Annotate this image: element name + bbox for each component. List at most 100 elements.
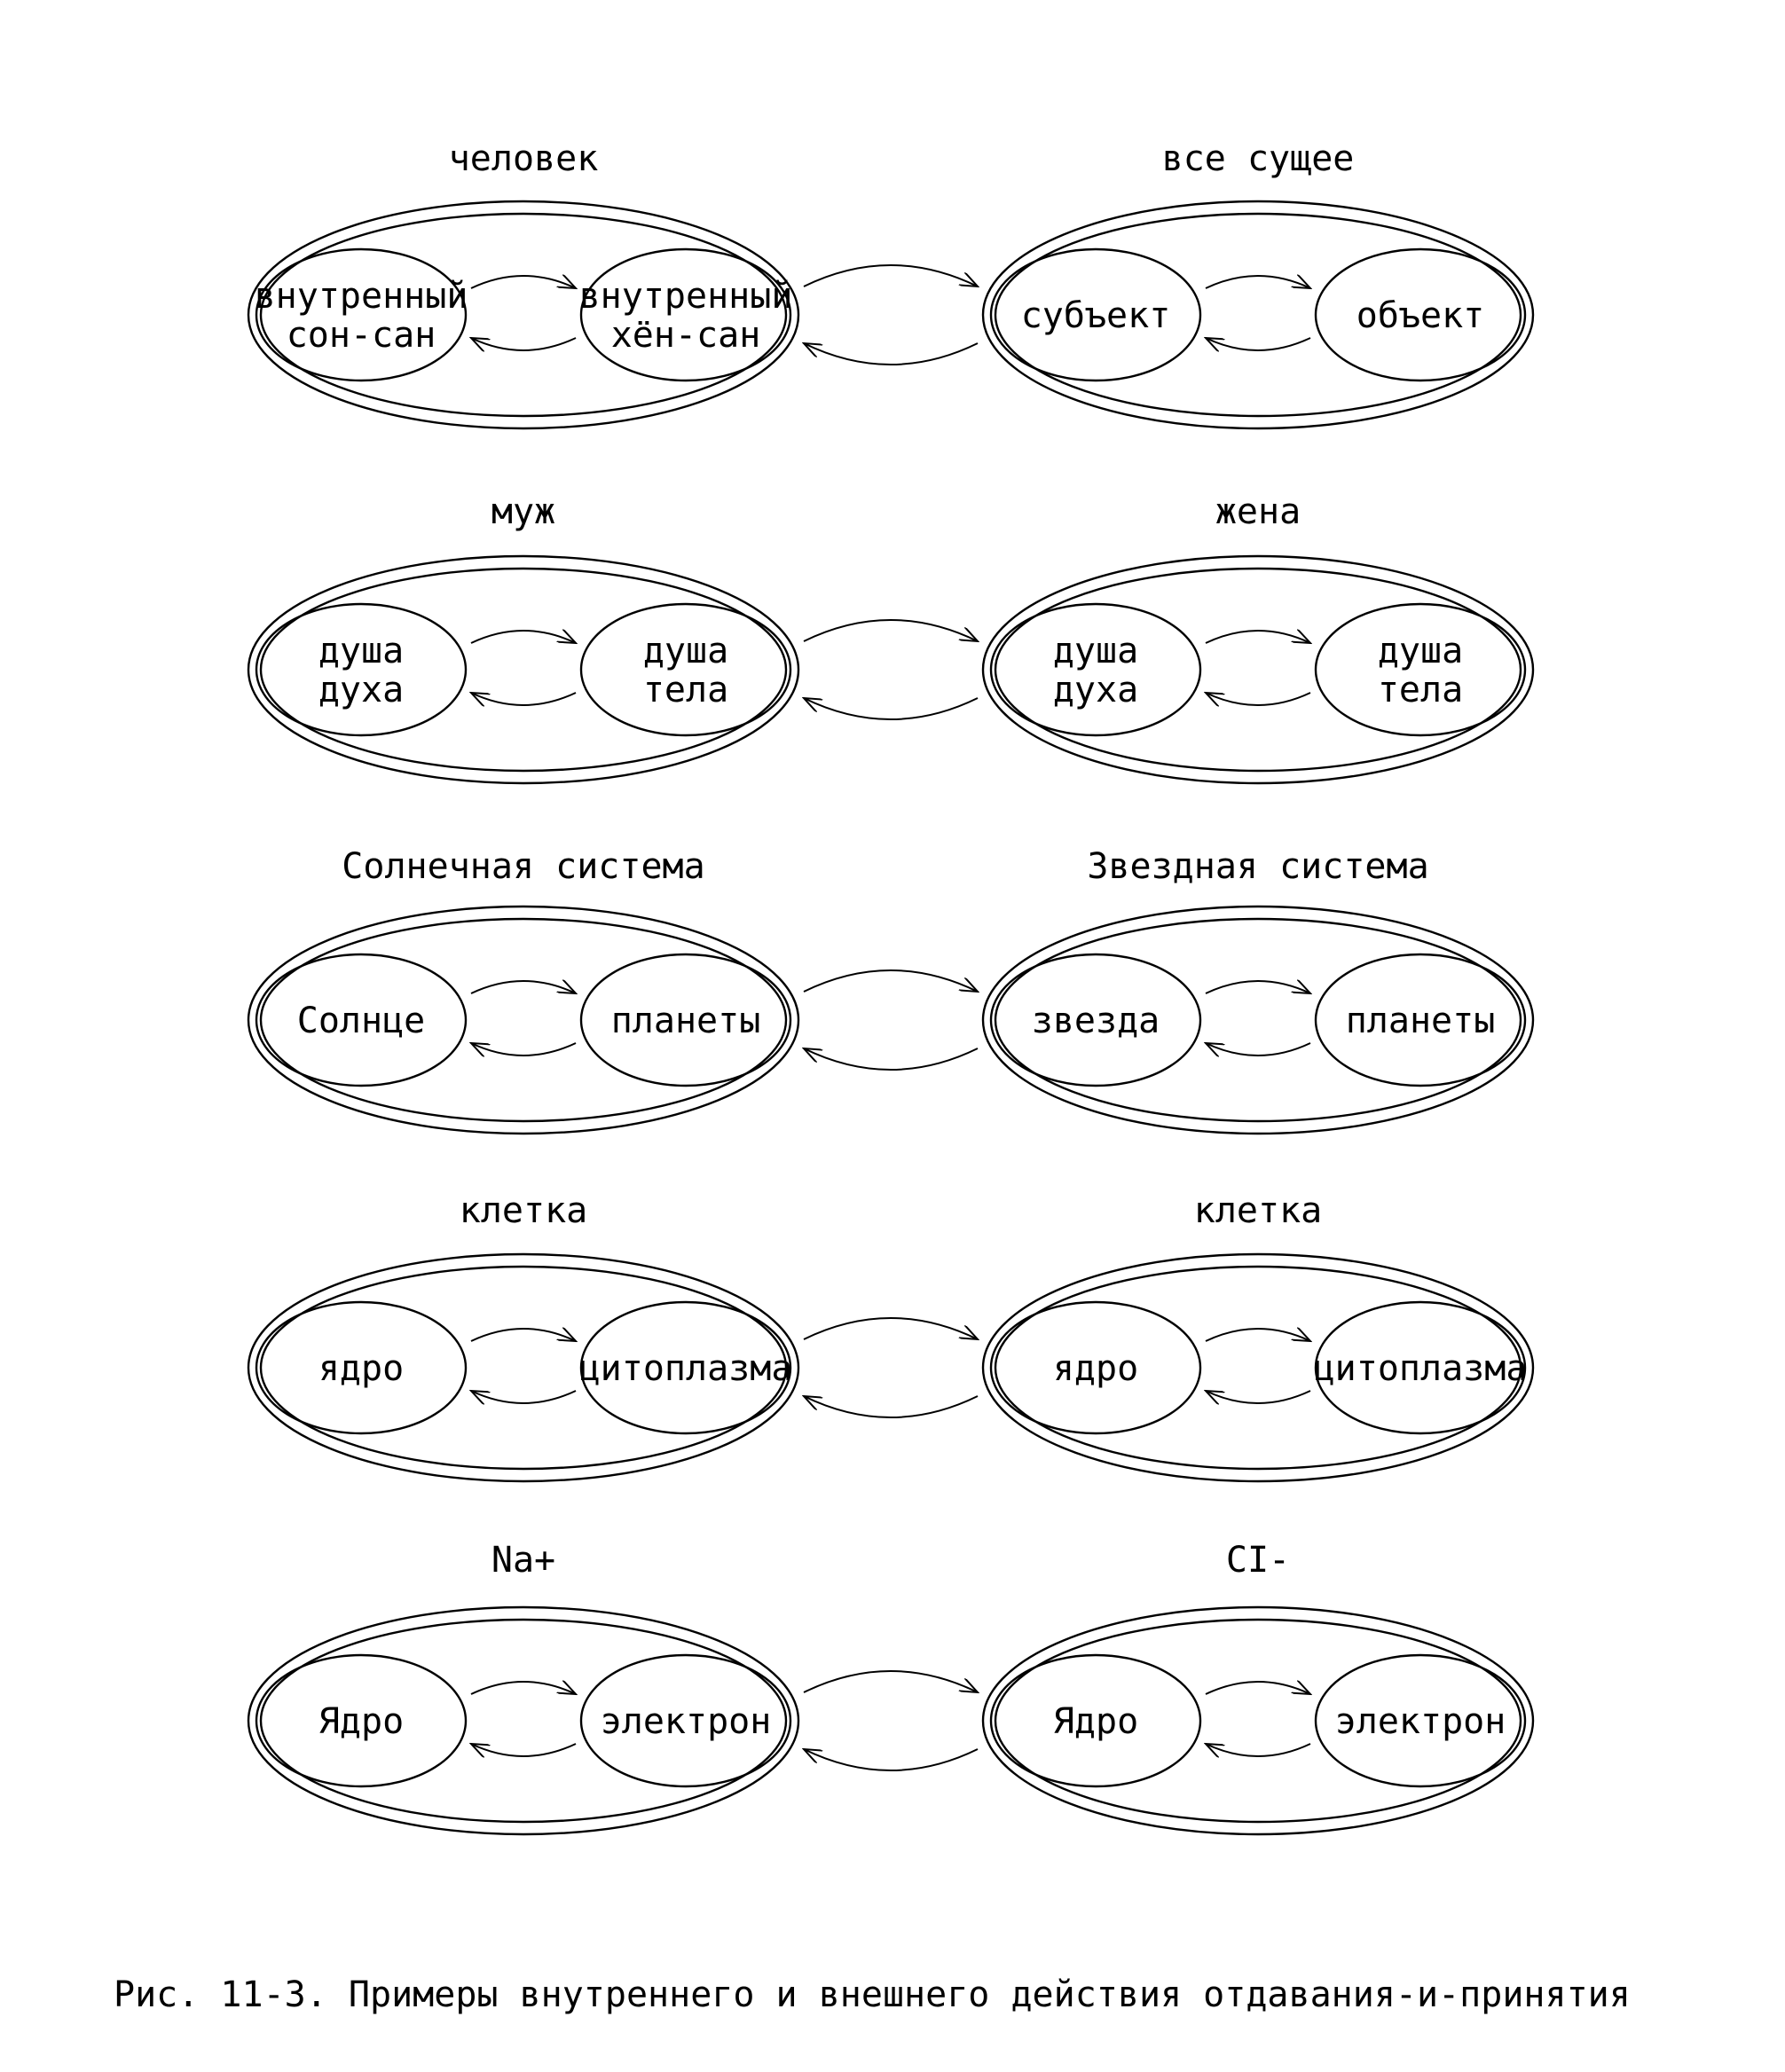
outer-ellipse	[981, 554, 1535, 785]
object-label: планеты	[1346, 1001, 1496, 1041]
object-label: электрон	[1335, 1701, 1506, 1742]
outer-ellipse	[981, 1605, 1535, 1836]
group-title: клетка	[1194, 1190, 1323, 1231]
object-ellipse	[1314, 953, 1527, 1087]
subject-label: субъект	[1021, 295, 1171, 336]
group-title: жена	[1215, 491, 1301, 532]
inner-arrow-forward	[1205, 1682, 1310, 1694]
subject-label: душа	[318, 631, 404, 671]
outer-arrow-back	[804, 343, 979, 365]
group-title: муж	[491, 491, 555, 532]
object-ellipse	[579, 1300, 792, 1435]
group-title: все сущее	[1162, 138, 1355, 179]
inner-arrow-forward	[470, 981, 576, 993]
object-ellipse	[1314, 1653, 1527, 1788]
inner-arrow-forward	[470, 631, 576, 643]
subject-ellipse	[989, 1653, 1202, 1788]
subject-ellipse	[989, 1300, 1202, 1435]
outer-ellipse-inner-ring	[994, 917, 1522, 1123]
outer-ellipse	[981, 200, 1535, 430]
object-label: цитоплазма	[579, 1348, 793, 1389]
object-label: тела	[1378, 670, 1463, 710]
inner-arrow-back	[471, 1744, 577, 1756]
inner-arrow-back	[1206, 1391, 1311, 1403]
outer-ellipse	[247, 905, 800, 1135]
object-label: цитоплазма	[1314, 1348, 1528, 1389]
inner-arrow-forward	[1205, 981, 1310, 993]
object-ellipse	[1314, 602, 1527, 737]
inner-arrow-back	[471, 693, 577, 705]
object-ellipse	[579, 602, 792, 737]
group-title: человек	[449, 138, 599, 179]
object-ellipse	[1314, 1300, 1527, 1435]
object-label: тела	[643, 670, 728, 710]
outer-ellipse	[247, 200, 800, 430]
inner-arrow-forward	[1205, 276, 1310, 288]
subject-ellipse	[255, 1653, 468, 1788]
subject-label: Солнце	[297, 1001, 426, 1041]
subject-label: ядро	[318, 1348, 404, 1389]
outer-ellipse-inner-ring	[994, 1618, 1522, 1824]
inner-arrow-back	[1206, 1744, 1311, 1756]
outer-ellipse	[981, 1252, 1535, 1483]
group-title: CI-	[1226, 1540, 1290, 1581]
object-label: объект	[1356, 295, 1485, 336]
outer-ellipse	[247, 1605, 800, 1836]
outer-ellipse-inner-ring	[259, 1618, 788, 1824]
outer-ellipse	[247, 554, 800, 785]
subject-label: духа	[1053, 670, 1138, 710]
object-label: планеты	[611, 1001, 761, 1041]
group-1-right: все сущее субъект объект	[981, 138, 1535, 430]
subject-ellipse	[989, 247, 1202, 382]
outer-arrow-forward	[803, 1317, 978, 1339]
outer-arrow-forward	[803, 1670, 978, 1692]
outer-ellipse	[247, 1252, 800, 1483]
subject-label: внутренный	[255, 276, 468, 317]
group-5-right: CI- Ядро электрон	[981, 1540, 1535, 1836]
group-title: Звездная система	[1087, 846, 1428, 887]
outer-ellipse-inner-ring	[259, 1265, 788, 1471]
outer-arrow-back	[804, 1396, 979, 1418]
object-ellipse	[579, 247, 792, 382]
subject-label: духа	[318, 670, 404, 710]
figure-caption: Рис. 11-3. Примеры внутреннего и внешнег…	[114, 1974, 1631, 2015]
outer-ellipse-inner-ring	[994, 1265, 1522, 1471]
object-ellipse	[579, 953, 792, 1087]
subject-label: ядро	[1053, 1348, 1138, 1389]
group-1-left: человеквнутренныйсон-санвнутренныйхён-са…	[247, 138, 800, 430]
outer-arrow-forward	[803, 619, 978, 641]
outer-arrow-back	[804, 1048, 979, 1071]
inner-arrow-back	[1206, 338, 1311, 350]
subject-ellipse	[255, 602, 468, 737]
outer-arrow-forward	[803, 969, 978, 992]
subject-ellipse	[255, 953, 468, 1087]
inner-arrow-forward	[470, 276, 576, 288]
inner-arrow-back	[1206, 1043, 1311, 1056]
inner-arrow-back	[471, 1391, 577, 1403]
subject-ellipse	[989, 953, 1202, 1087]
outer-ellipse-inner-ring	[994, 567, 1522, 773]
inner-arrow-back	[1206, 693, 1311, 705]
outer-ellipse-inner-ring	[259, 567, 788, 773]
object-ellipse	[579, 1653, 792, 1788]
inner-arrow-forward	[1205, 631, 1310, 643]
group-title: Na+	[491, 1540, 555, 1581]
outer-ellipse	[981, 905, 1535, 1135]
subject-ellipse	[989, 602, 1202, 737]
subject-label: Ядро	[1053, 1701, 1138, 1742]
group-title: клетка	[460, 1190, 588, 1231]
inner-arrow-forward	[1205, 1329, 1310, 1341]
group-4-left: клетка ядро цитоплазма	[247, 1190, 800, 1483]
outer-arrow-forward	[803, 264, 978, 286]
group-4-right: клетка ядро цитоплазма	[981, 1190, 1535, 1483]
inner-arrow-forward	[470, 1329, 576, 1341]
object-ellipse	[1314, 247, 1527, 382]
outer-ellipse-inner-ring	[259, 212, 788, 418]
inner-arrow-back	[471, 1043, 577, 1056]
